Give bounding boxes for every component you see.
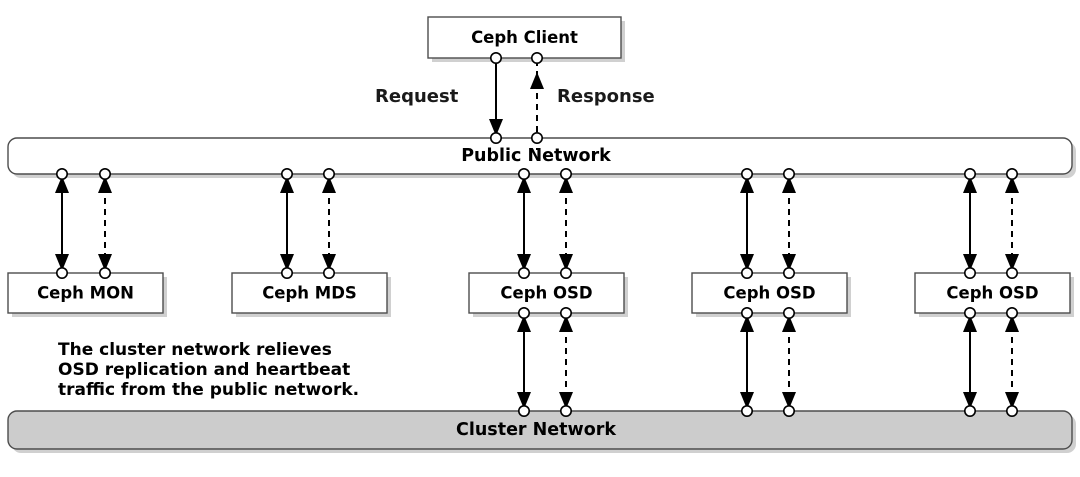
caption-line-1: The cluster network relieves: [58, 340, 332, 360]
public-network-port-ceph-osd-3-dashed: [1005, 168, 1018, 181]
ceph-osd-1-label: Ceph OSD: [500, 284, 592, 303]
ceph-osd-1-public-dashed-arrowhead-up: [559, 176, 573, 193]
public-network-label: Public Network: [461, 146, 611, 166]
cluster-network-port-ceph-osd-3-solid: [963, 404, 976, 417]
public-network-port-ceph-osd-1-dashed: [559, 168, 572, 181]
ceph-osd-3-public-dashed-arrowhead-up: [1005, 176, 1019, 193]
ceph-mon-public-dashed-arrowhead-up: [98, 176, 112, 193]
request-edge-label: Request: [375, 86, 459, 107]
ceph-mds-public-solid-arrowhead-up: [280, 176, 294, 193]
ceph-osd-3-public-dashed-arrowhead-down: [1005, 254, 1019, 271]
ceph-osd-2-cluster-solid-arrowhead-up: [740, 315, 754, 332]
ports-layer: [55, 51, 1018, 417]
ceph-mds-port-top-dashed: [322, 266, 335, 279]
connectors-layer: [55, 60, 1019, 409]
ceph-mon-public-solid-arrowhead-up: [55, 176, 69, 193]
ceph-mds-public-dashed-arrowhead-up: [322, 176, 336, 193]
response-edge-label: Response: [557, 86, 655, 107]
ceph-osd-1-port-bottom-dashed: [559, 306, 572, 319]
ceph-osd-3-public-solid-arrowhead-up: [963, 176, 977, 193]
public-network-port-ceph-osd-1-solid: [517, 168, 530, 181]
ceph-osd-2-public-solid-arrowhead-up: [740, 176, 754, 193]
ceph-osd-2-public-solid-arrowhead-down: [740, 254, 754, 271]
ceph-mon-label: Ceph MON: [37, 284, 134, 303]
ceph-osd-3-cluster-dashed-arrowhead-up: [1005, 315, 1019, 332]
ceph-osd-2-port-top-dashed: [782, 266, 795, 279]
ceph-osd-2-cluster-dashed-arrowhead-down: [782, 392, 796, 409]
network-bars-layer: [7, 137, 1073, 450]
ceph-osd-3-port-top-solid: [963, 266, 976, 279]
caption-line-3: traffic from the public network.: [58, 380, 359, 400]
response-arrowhead: [530, 72, 544, 89]
public-network-port-ceph-osd-2-dashed: [782, 168, 795, 181]
ceph-osd-2-port-bottom-dashed: [782, 306, 795, 319]
public-network-port-ceph-osd-3-solid: [963, 168, 976, 181]
public-network-port-response: [530, 132, 543, 145]
ceph-client-port-request: [489, 51, 502, 64]
ceph-mds-port-top-solid: [280, 266, 293, 279]
ceph-client-box[interactable]: [427, 16, 622, 59]
ceph-mon-public-solid-arrowhead-down: [55, 254, 69, 271]
ceph-osd-3-public-solid-arrowhead-down: [963, 254, 977, 271]
ceph-mon-public-dashed-arrowhead-down: [98, 254, 112, 271]
public-network-port-ceph-mon-solid: [55, 168, 68, 181]
ceph-osd-3-cluster-solid-arrowhead-down: [963, 392, 977, 409]
ceph-osd-2-port-bottom-solid: [740, 306, 753, 319]
cluster-network-port-ceph-osd-2-solid: [740, 404, 753, 417]
ceph-osd-3-port-top-dashed: [1005, 266, 1018, 279]
ceph-mon-port-top-dashed: [99, 266, 112, 279]
ceph-client-port-response: [530, 51, 543, 64]
ceph-osd-1-port-bottom-solid: [517, 306, 530, 319]
ceph-osd-2-cluster-solid-arrowhead-down: [740, 392, 754, 409]
ceph-osd-3-box[interactable]: [914, 272, 1071, 314]
ceph-osd-2-public-dashed-arrowhead-down: [782, 254, 796, 271]
ceph-osd-2-port-top-solid: [740, 266, 753, 279]
ceph-mds-public-dashed-arrowhead-down: [322, 254, 336, 271]
ceph-osd-2-public-dashed-arrowhead-up: [782, 176, 796, 193]
ceph-osd-2-cluster-dashed-arrowhead-up: [782, 315, 796, 332]
cluster-network-port-ceph-osd-2-dashed: [782, 404, 795, 417]
ceph-mon-box[interactable]: [7, 272, 164, 314]
ceph-osd-1-public-dashed-arrowhead-down: [559, 254, 573, 271]
node-boxes-layer: [7, 16, 1071, 314]
ceph-osd-1-port-top-solid: [517, 266, 530, 279]
ceph-osd-1-cluster-solid-arrowhead-up: [517, 315, 531, 332]
caption-line-2: OSD replication and heartbeat: [58, 360, 350, 380]
ceph-osd-1-cluster-dashed-arrowhead-down: [559, 392, 573, 409]
ceph-osd-1-port-top-dashed: [559, 266, 572, 279]
ceph-osd-2-box[interactable]: [691, 272, 848, 314]
ceph-osd-1-public-solid-arrowhead-up: [517, 176, 531, 193]
ceph-osd-3-port-bottom-solid: [963, 306, 976, 319]
ceph-osd-3-port-bottom-dashed: [1005, 306, 1018, 319]
ceph-mds-label: Ceph MDS: [262, 284, 357, 303]
public-network-port-ceph-mds-dashed: [322, 168, 335, 181]
ceph-osd-3-cluster-solid-arrowhead-up: [963, 315, 977, 332]
cluster-network-port-ceph-osd-1-dashed: [559, 404, 572, 417]
ceph-mds-public-solid-arrowhead-down: [280, 254, 294, 271]
ceph-osd-2-label: Ceph OSD: [723, 284, 815, 303]
ceph-mds-box[interactable]: [231, 272, 388, 314]
ceph-osd-3-label: Ceph OSD: [946, 284, 1038, 303]
public-network-port-request: [489, 132, 502, 145]
ceph-osd-1-cluster-solid-arrowhead-down: [517, 392, 531, 409]
ceph-osd-1-cluster-dashed-arrowhead-up: [559, 315, 573, 332]
ceph-client-label: Ceph Client: [471, 28, 578, 47]
public-network-port-ceph-mon-dashed: [99, 168, 112, 181]
request-arrowhead: [489, 119, 503, 136]
cluster-network[interactable]: [7, 410, 1073, 450]
ceph-osd-3-cluster-dashed-arrowhead-down: [1005, 392, 1019, 409]
public-network-port-ceph-osd-2-solid: [740, 168, 753, 181]
cluster-network-label: Cluster Network: [456, 420, 616, 440]
cluster-network-port-ceph-osd-3-dashed: [1005, 404, 1018, 417]
cluster-network-port-ceph-osd-1-solid: [517, 404, 530, 417]
ceph-mon-port-top-solid: [55, 266, 68, 279]
ceph-osd-1-public-solid-arrowhead-down: [517, 254, 531, 271]
public-network-port-ceph-mds-solid: [280, 168, 293, 181]
ceph-osd-1-box[interactable]: [468, 272, 625, 314]
